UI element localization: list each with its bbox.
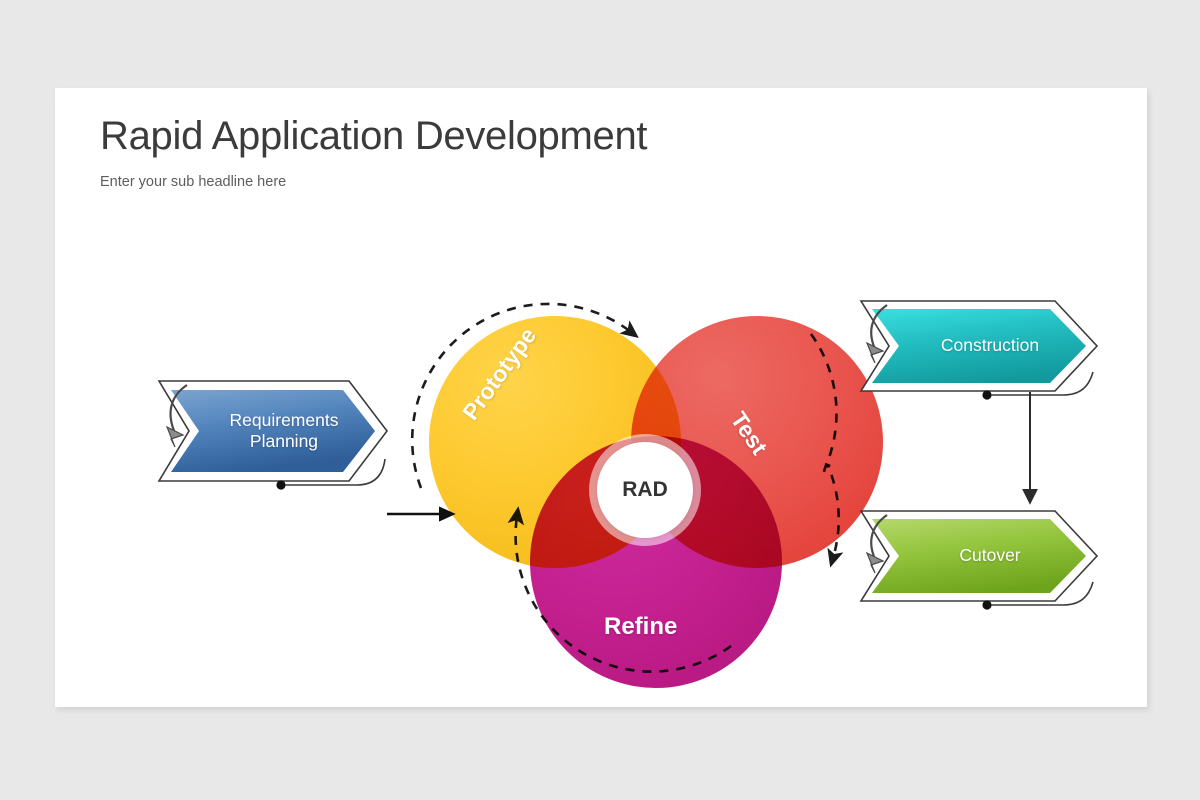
chevron-requirements-planning[interactable]: Requirements Planning	[153, 375, 393, 490]
prototype-arc-path	[410, 302, 639, 489]
chevron-construction[interactable]: Construction	[855, 296, 1103, 400]
chevron-dot-line	[991, 581, 1094, 606]
center-hub[interactable]: RAD	[597, 442, 693, 538]
chevron-notch-arrow-icon	[870, 304, 888, 350]
center-hub-label: RAD	[622, 478, 668, 501]
chevron-cutover[interactable]: Cutover	[855, 506, 1103, 610]
chevron-dot-icon	[982, 600, 992, 610]
chevron-dot-icon	[276, 480, 286, 490]
slide: Rapid Application Development Enter your…	[55, 88, 1147, 707]
chevron-notch-arrowhead-icon	[165, 425, 185, 448]
chevron-dot-line	[285, 458, 386, 486]
chevron-dot-icon	[982, 390, 992, 400]
chevron-notch-arrowhead-icon	[865, 341, 885, 364]
chevron-fill	[872, 519, 1086, 593]
chevron-notch-arrow-icon	[169, 384, 188, 434]
connector-construction-to-cutover	[1022, 392, 1038, 505]
venn-diagram: RAD Prototype Test Refine	[373, 216, 883, 688]
page-subtitle: Enter your sub headline here	[100, 174, 287, 190]
chevron-fill	[171, 390, 375, 472]
chevron-notch-arrowhead-icon	[865, 551, 885, 574]
page-title: Rapid Application Development	[100, 114, 648, 158]
chevron-dot-line	[991, 371, 1094, 396]
connector-planning-to-venn	[387, 506, 456, 522]
chevron-fill	[872, 309, 1086, 383]
chevron-notch-arrow-icon	[870, 514, 888, 560]
